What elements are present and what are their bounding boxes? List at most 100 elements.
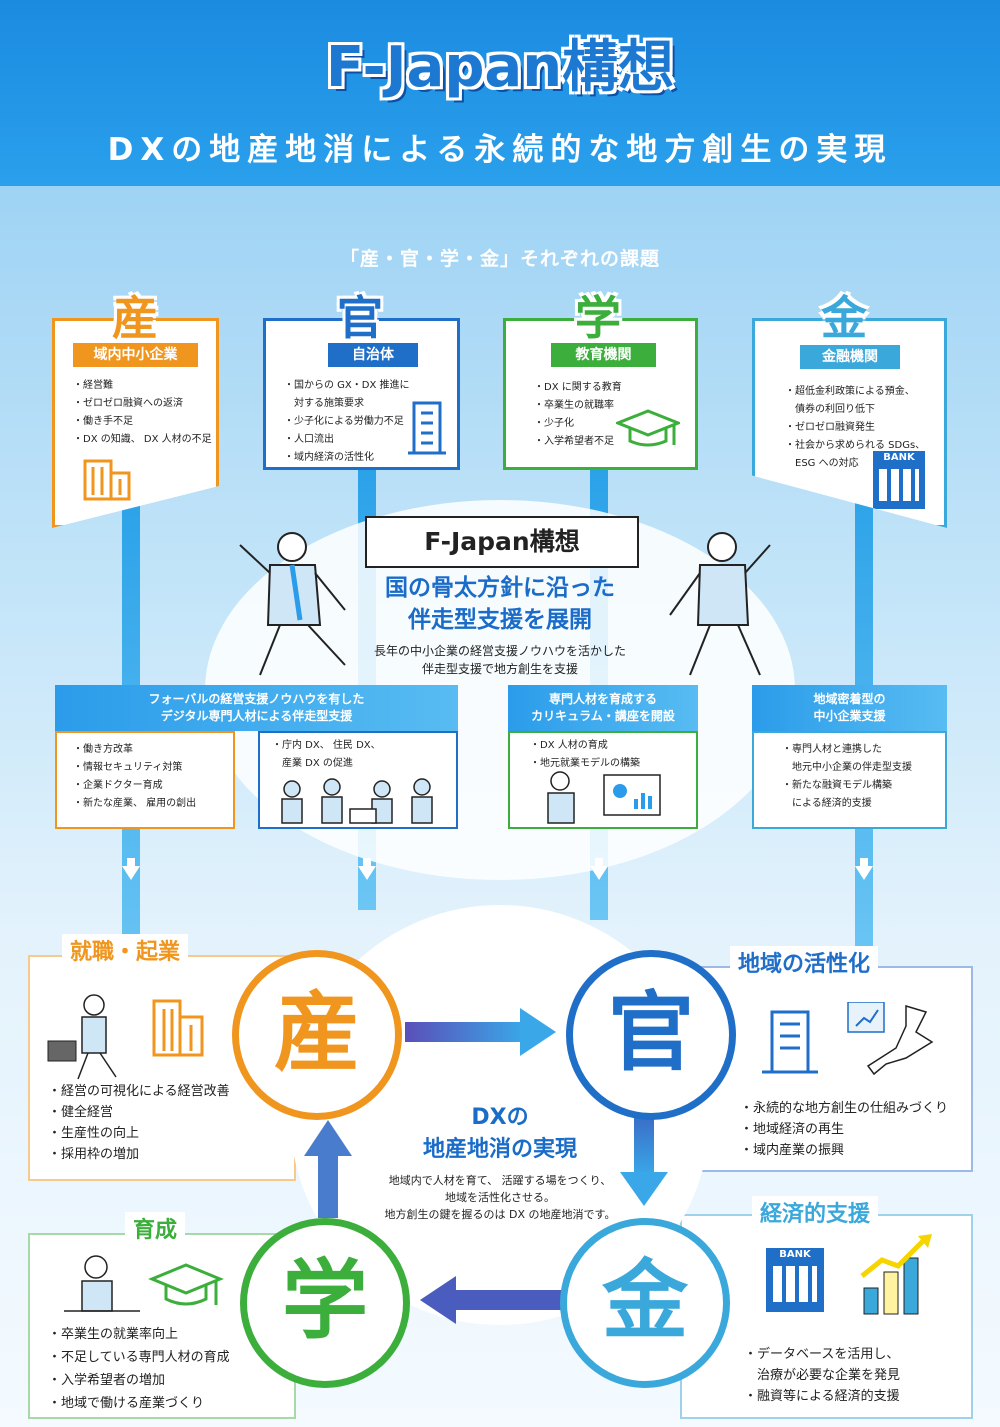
support-item: ・庁内 DX、 住民 DX、: [272, 740, 381, 751]
support-item: ・新たな産業、 雇用の創出: [73, 798, 197, 809]
cycle-center-title: DXの 地産地消の実現: [380, 1102, 620, 1166]
building-map-icon: [762, 1002, 934, 1076]
outcome-item: ・健全経営: [48, 1105, 114, 1120]
cycle-node-kan: 官: [566, 950, 736, 1120]
support-item: ・企業ドクター育成: [73, 780, 163, 791]
support-box-kan: ・庁内 DX、 住民 DX、 産業 DX の促進: [258, 731, 458, 829]
outcome-item: ・不足している専門人材の育成: [48, 1350, 230, 1365]
issue-list: ・国からの GX・DX 推進に 対する施策要求 ・少子化による労働力不足 ・人口…: [284, 377, 410, 467]
cycle-node-kin: 金: [560, 1218, 730, 1388]
support-band-forval: フォーバルの経営支援ノウハウを有した デジタル専門人材による伴走型支援: [55, 685, 458, 731]
bank-icon-label: BANK: [779, 1249, 811, 1260]
cycle-center-description: 地域内で人材を育て、 活躍する場をつくり、 地域を活性化させる。 地方創生の鍵を…: [340, 1172, 660, 1223]
issue-card-gaku: 教育機関 ・DX に関する教育 ・卒業生の就職率 ・少子化 ・入学希望者不足: [503, 318, 698, 470]
issue-item: ・少子化による労働力不足: [284, 416, 404, 427]
growth-chart-icon: [860, 1234, 932, 1315]
issue-list: ・DX に関する教育 ・卒業生の就職率 ・少子化 ・入学希望者不足: [534, 379, 622, 451]
issue-card-label: 教育機関: [551, 343, 656, 367]
issue-item: ・ゼロゼロ融資発生: [785, 422, 875, 433]
outcome-item: ・経営の可視化による経営改善: [48, 1084, 230, 1099]
down-arrow-icon: [855, 866, 873, 880]
support-item: 産業 DX の促進: [272, 758, 353, 769]
outcome-item: ・採用枠の増加: [48, 1147, 140, 1162]
support-band-local: 地域密着型の 中小企業支援: [752, 685, 947, 731]
issue-list: ・超低金利政策による預金、 債券の利回り低下 ・ゼロゼロ融資発生 ・社会から求め…: [785, 383, 925, 473]
issue-item: ・DX の知識、 DX 人材の不足: [73, 434, 212, 445]
issues-heading: 「産・官・学・金」それぞれの課題: [339, 248, 660, 270]
outcome-heading-training: 育成: [125, 1212, 186, 1244]
support-item: による経済的支援: [782, 798, 872, 809]
outcome-item: ・生産性の向上: [48, 1126, 140, 1141]
issue-item: ・卒業生の就職率: [534, 400, 614, 411]
issue-item: ・経営難: [73, 380, 113, 391]
teacher-presentation-icon: [547, 771, 661, 824]
issue-item: ・働き手不足: [73, 416, 133, 427]
cycle-node-gaku: 学: [240, 1218, 410, 1388]
support-box-san: ・働き方改革 ・情報セキュリティ対策 ・企業ドクター育成 ・新たな産業、 雇用の…: [55, 731, 235, 829]
support-list: ・庁内 DX、 住民 DX、 産業 DX の促進: [272, 737, 381, 773]
outcome-item: ・融資等による経済的支援: [744, 1389, 900, 1404]
issue-item: 対する施策要求: [284, 398, 364, 409]
building-icon: [83, 459, 131, 501]
bank-icon-label: BANK: [883, 452, 915, 463]
outcome-item: ・データベースを活用し、: [744, 1347, 900, 1362]
support-desc-line: 長年の中小企業の経営支援ノウハウを活かした: [373, 644, 626, 658]
outcome-item: ・入学希望者の増加: [48, 1373, 166, 1388]
meeting-people-icon: [281, 778, 433, 824]
issue-item: 債券の利回り低下: [785, 404, 875, 415]
header-banner: [0, 0, 1000, 186]
graduation-cap-icon: [616, 409, 680, 447]
outcome-item: ・域内産業の振興: [740, 1143, 845, 1158]
outcome-heading-financial: 経済的支援: [752, 1196, 879, 1228]
issue-card-kan: 自治体 ・国からの GX・DX 推進に 対する施策要求 ・少子化による労働力不足…: [263, 318, 460, 470]
outcome-item: 治療が必要な企業を発見: [744, 1368, 901, 1383]
student-cap-icon: [64, 1255, 224, 1312]
support-list: ・DX 人材の育成 ・地元就業モデルの構築: [530, 737, 640, 773]
issue-item: ・域内経済の活性化: [284, 452, 374, 463]
issue-char-san: 産: [112, 291, 158, 345]
down-arrow-stem: [860, 858, 868, 866]
cycle-node-san: 産: [232, 950, 402, 1120]
issue-item: ・ゼロゼロ融資への返済: [73, 398, 183, 409]
support-list: ・専門人材と連携した 地元中小企業の伴走型支援 ・新たな融資モデル構築 による経…: [782, 741, 912, 813]
outcome-item: ・卒業生の就業率向上: [48, 1327, 179, 1342]
outcome-item: ・地域で働ける産業づくり: [48, 1396, 205, 1411]
support-item: ・働き方改革: [73, 744, 133, 755]
down-arrow-icon: [122, 866, 140, 880]
outcome-item: ・地域経済の再生: [740, 1122, 845, 1137]
band-line: 地域密着型の: [813, 692, 886, 706]
down-arrow-stem: [595, 858, 603, 866]
support-item: ・専門人材と連携した: [782, 744, 882, 755]
support-item: ・地元就業モデルの構築: [530, 758, 640, 769]
outcome-list: ・経営の可視化による経営改善 ・健全経営 ・生産性の向上 ・採用枠の増加: [48, 1081, 230, 1165]
issue-char-gaku: 学: [575, 291, 621, 345]
down-arrow-stem: [363, 858, 371, 866]
bank-icon: BANK: [766, 1248, 824, 1312]
down-arrow-icon: [358, 866, 376, 880]
band-line: 中小企業支援: [813, 709, 886, 723]
support-title-line: 伴走型支援を展開: [408, 607, 592, 633]
support-item: ・情報セキュリティ対策: [73, 762, 183, 773]
issue-char-kan: 官: [337, 291, 383, 345]
center-desc-line: 地域内で人材を育て、 活躍する場をつくり、: [388, 1174, 612, 1187]
down-arrow-stem: [127, 858, 135, 866]
support-title-line: 国の骨太方針に沿った: [385, 575, 615, 601]
outcome-list: ・永続的な地方創生の仕組みづくり ・地域経済の再生 ・域内産業の振興: [740, 1098, 948, 1161]
issue-item: ・国からの GX・DX 推進に: [284, 380, 410, 391]
issue-list: ・経営難 ・ゼロゼロ融資への返済 ・働き手不足 ・DX の知識、 DX 人材の不…: [73, 377, 212, 449]
band-line: フォーバルの経営支援ノウハウを有した: [148, 692, 365, 706]
issue-card-label: 金融機関: [800, 345, 900, 369]
issue-card-label: 自治体: [328, 343, 418, 367]
issue-item: ・超低金利政策による預金、: [785, 386, 915, 397]
issue-item: ESG への対応: [785, 458, 859, 469]
support-description: 長年の中小企業の経営支援ノウハウを活かした 伴走型支援で地方創生を支援: [320, 642, 680, 678]
businessman-building-icon: [47, 994, 204, 1080]
issue-card-label: 域内中小企業: [73, 343, 198, 367]
issue-item: ・社会から求められる SDGs、: [785, 440, 926, 451]
page-subtitle: DXの地産地消による永続的な地方創生の実現: [107, 132, 893, 168]
outcome-item: ・永続的な地方創生の仕組みづくり: [740, 1101, 949, 1116]
outcome-heading-revitalization: 地域の活性化: [730, 946, 879, 978]
down-arrow-icon: [590, 866, 608, 880]
support-list: ・働き方改革 ・情報セキュリティ対策 ・企業ドクター育成 ・新たな産業、 雇用の…: [73, 741, 196, 813]
office-building-icon: [408, 401, 446, 455]
